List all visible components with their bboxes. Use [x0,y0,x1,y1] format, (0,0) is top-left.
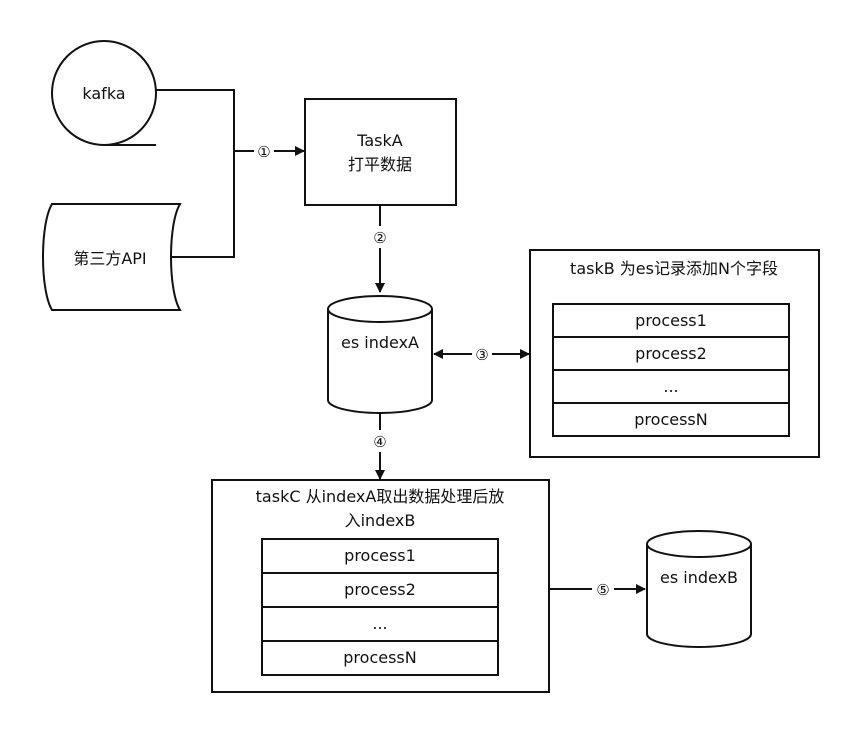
step-2-marker: ② [373,229,386,247]
kafka-label: kafka [82,84,125,103]
task-b-process-2: process2 [635,344,707,363]
task-b-process-ellipsis: ... [663,377,678,396]
step-4-marker: ④ [373,433,386,451]
task-c-group: taskC 从indexA取出数据处理后放 入indexB process1 p… [211,479,550,693]
es-index-b-node: es indexB [646,530,752,648]
task-c-process-2: process2 [344,580,416,599]
task-a-label-line2: 打平数据 [348,155,412,174]
es-index-a-label: es indexA [341,333,419,352]
step-3-marker: ③ [475,346,488,364]
source-connectors: ① [156,89,305,258]
step-1-marker: ① [257,143,270,161]
es-index-b-label: es indexB [660,568,738,587]
task-b-process-1: process1 [635,311,707,330]
arrow-task-c-to-index-b: ⑤ [549,581,646,599]
step-5-marker: ⑤ [596,581,609,599]
arrow-index-a-task-b: ③ [433,346,530,364]
task-a-label-line1: TaskA [356,131,403,150]
arrow-task-a-to-index-a: ② [373,205,387,293]
task-a-node: TaskA 打平数据 [304,98,457,206]
task-b-title: taskB 为es记录添加N个字段 [570,259,778,278]
kafka-node: kafka [51,40,157,146]
arrow-index-a-to-task-c: ④ [373,414,387,480]
task-b-group: taskB 为es记录添加N个字段 process1 process2 ... … [529,249,820,458]
third-party-api-label: 第三方API [73,249,146,268]
es-index-a-node: es indexA [327,295,433,414]
task-c-title-line1: taskC 从indexA取出数据处理后放 [256,487,505,506]
third-party-api-node: 第三方API [42,203,182,311]
task-b-process-n: processN [634,410,707,429]
task-c-process-ellipsis: ... [372,614,387,633]
task-c-process-1: process1 [344,546,416,565]
task-c-title-line2: 入indexB [345,511,416,530]
task-c-process-n: processN [343,648,416,667]
